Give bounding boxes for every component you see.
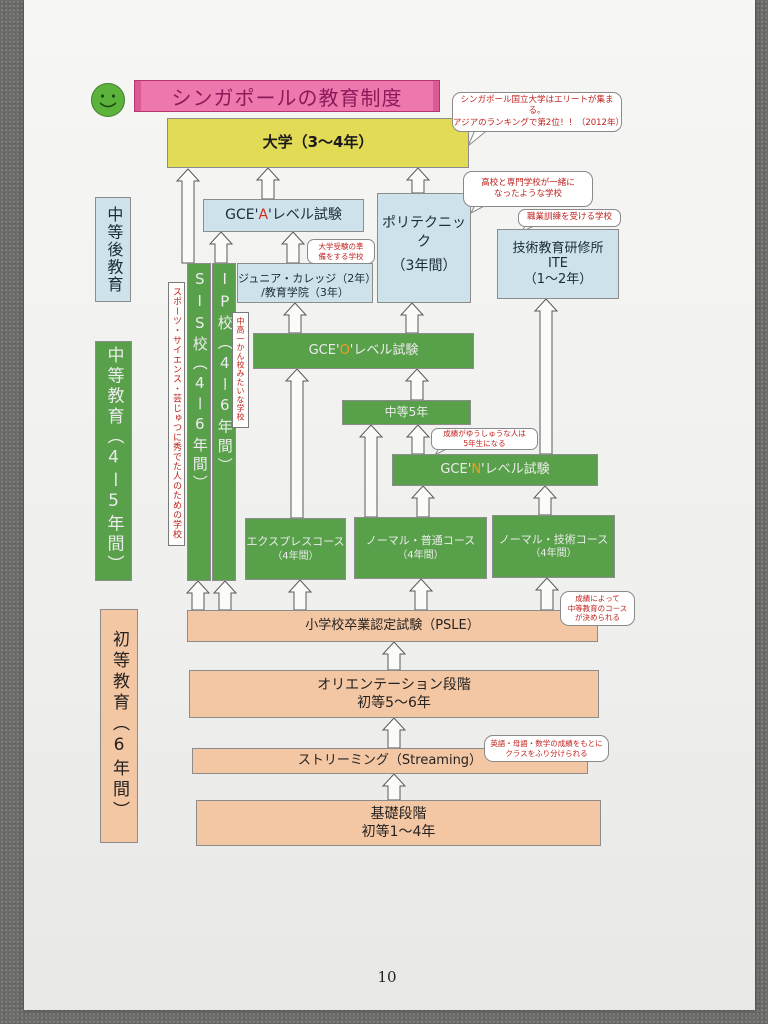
sis-school-bar: SIS校（4ー6年間）: [187, 263, 211, 581]
express-course-line2: （4年間）: [272, 550, 319, 562]
note-ite-text: 職業訓練を受ける学校: [526, 212, 612, 223]
stage-label-primary: 初等教育（6年間）: [100, 609, 138, 843]
note-sis: スポーツ・サイエンス・芸じゅつに秀でた人のための学校: [168, 282, 185, 546]
gce-n-prefix: GCE': [440, 461, 472, 477]
sis-school-text: SIS校（4ー6年間）: [190, 270, 209, 494]
polytechnic-line1: ポリテクニック: [382, 215, 466, 250]
note-ite: 職業訓練を受ける学校: [518, 209, 621, 227]
note-ip-text: 中高一かん校みたいな学校: [236, 317, 245, 422]
note-sis-text: スポーツ・サイエンス・芸じゅつに秀でた人のための学校: [171, 287, 181, 540]
ip-school-text: IP校（4ー6年間）: [215, 270, 234, 477]
polytechnic-box: ポリテクニック （3年間）: [377, 193, 471, 303]
title-banner: シンガポールの教育制度: [134, 80, 440, 112]
university-text: 大学（3～4年）: [262, 133, 374, 152]
smiley-face-icon: [91, 83, 125, 117]
psle-text: 小学校卒業認定試験（PSLE）: [305, 617, 480, 633]
normal-technical-course-line1: ノーマル・技術コース: [498, 532, 609, 546]
gce-n-level-text: GCE'N'レベル試験: [440, 462, 549, 479]
note-psle-text: 成績によって 中等教育のコース が決められる: [567, 593, 628, 623]
gce-a-prefix: GCE': [225, 207, 259, 224]
gce-n-letter: N: [471, 461, 482, 477]
secondary-5-box: 中等5年: [342, 400, 471, 425]
psle-box: 小学校卒業認定試験（PSLE）: [187, 610, 598, 642]
foundation-stage-line2: 初等1～4年: [361, 824, 436, 840]
gce-a-level-box: GCE'A'レベル試験: [203, 199, 364, 232]
note-psle: 成績によって 中等教育のコース が決められる: [560, 591, 635, 626]
normal-academic-course-box: ノーマル・普通コース （4年間）: [354, 517, 487, 579]
note-secondary-5-text: 成績がゆうしゅうな人は 5年生になる: [443, 429, 526, 448]
ite-line1: 技術教育研修所: [512, 240, 604, 256]
gce-o-level-text: GCE'O'レベル試験: [309, 343, 419, 360]
secondary-5-text: 中等5年: [384, 404, 429, 419]
streaming-box: ストリーミング（Streaming）: [192, 748, 588, 774]
note-ip: 中高一かん校みたいな学校: [232, 312, 249, 428]
gce-o-level-box: GCE'O'レベル試験: [253, 333, 474, 369]
gce-o-letter: O: [339, 342, 350, 358]
polytechnic-line2: （3年間）: [391, 258, 457, 275]
stage-label-secondary: 中等教育（4ー5年間）: [95, 341, 132, 581]
page-number: 10: [377, 968, 397, 986]
streaming-text: ストリーミング（Streaming）: [297, 752, 483, 768]
stage-label-secondary-text: 中等教育（4ー5年間）: [103, 346, 124, 576]
orientation-stage-line2: 初等5～6年: [357, 695, 431, 711]
express-course-line1: エクスプレスコース: [246, 535, 345, 549]
note-streaming-text: 英語・母語・数学の成績をもとに クラスをふり分けられる: [490, 738, 603, 758]
foundation-stage-line1: 基礎段階: [370, 805, 427, 822]
orientation-stage-box: オリエンテーション段階 初等5～6年: [189, 670, 599, 718]
stage-label-post-secondary: 中等後教育: [95, 197, 131, 302]
note-junior-college-text: 大学受験の準 備をする学校: [318, 241, 364, 261]
express-course-box: エクスプレスコース （4年間）: [245, 518, 346, 580]
orientation-stage-line1: オリエンテーション段階: [317, 676, 471, 693]
ite-line2: ITE: [548, 256, 568, 272]
note-polytechnic: 高校と専門学校が一緒に なったような学校: [463, 171, 593, 207]
normal-academic-course-line2: （4年間）: [397, 549, 444, 561]
note-streaming: 英語・母語・数学の成績をもとに クラスをふり分けられる: [484, 735, 609, 762]
stage-label-primary-text: 初等教育（6年間）: [109, 630, 130, 822]
ite-line3: （1～2年）: [523, 271, 593, 287]
gce-n-suffix: 'レベル試験: [481, 461, 550, 477]
gce-n-level-box: GCE'N'レベル試験: [392, 454, 598, 486]
gce-a-suffix: 'レベル試験: [268, 207, 342, 224]
junior-college-line1: ジュニア・カレッジ（2年）: [238, 271, 377, 285]
page-title: シンガポールの教育制度: [171, 85, 403, 110]
ite-box: 技術教育研修所 ITE （1～2年）: [497, 229, 619, 299]
normal-technical-course-line2: （4年間）: [530, 548, 577, 560]
note-university: シンガポール国立大学はエリートが集まる。 アジアのランキングで第2位！！（201…: [452, 92, 624, 132]
junior-college-box: ジュニア・カレッジ（2年） /教育学院（3年）: [237, 263, 377, 303]
gce-a-letter: A: [258, 207, 269, 224]
note-university-text: シンガポール国立大学はエリートが集まる。 アジアのランキングで第2位！！（201…: [453, 95, 624, 128]
gce-o-suffix: 'レベル試験: [349, 342, 419, 358]
normal-technical-course-box: ノーマル・技術コース （4年間）: [492, 515, 615, 578]
note-secondary-5: 成績がゆうしゅうな人は 5年生になる: [431, 428, 538, 450]
gce-o-prefix: GCE': [308, 342, 340, 358]
normal-academic-course-line1: ノーマル・普通コース: [365, 534, 476, 548]
note-junior-college: 大学受験の準 備をする学校: [307, 239, 375, 264]
foundation-stage-box: 基礎段階 初等1～4年: [196, 800, 601, 846]
note-polytechnic-text: 高校と専門学校が一緒に なったような学校: [481, 177, 575, 199]
stage-label-post-secondary-text: 中等後教育: [104, 205, 124, 294]
university-box: 大学（3～4年）: [167, 118, 469, 168]
junior-college-line2: /教育学院（3年）: [261, 286, 349, 299]
gce-a-level-text: GCE'A'レベル試験: [225, 206, 342, 224]
